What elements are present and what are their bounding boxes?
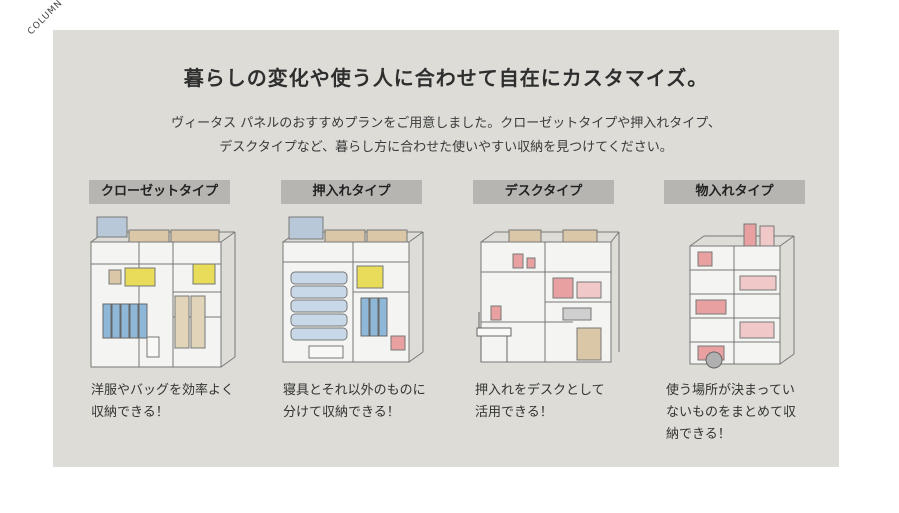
plan-card-desk: デスクタイプ <box>473 180 623 420</box>
plan-label-desk: デスクタイプ <box>473 180 614 204</box>
closet-illustration <box>90 216 236 368</box>
plan-desc-oshiire: 寝具とそれ以外のものに 分けて収納できる！ <box>283 383 426 420</box>
desk-illustration <box>476 229 620 363</box>
plan-card-closet: クローゼットタイプ <box>89 180 239 420</box>
plan-label-closet: クローゼットタイプ <box>89 180 230 204</box>
plan-desc-storage: 使う場所が決まってい ないものをまとめて収 納できる！ <box>666 383 797 442</box>
plan-card-oshiire: 押入れタイプ <box>281 180 431 420</box>
plan-desc-desk: 押入れをデスクとして 活用できる！ <box>475 383 605 420</box>
plan-label-storage: 物入れタイプ <box>664 180 805 204</box>
intro-line-2: デスクタイプなど、暮らし方に合わせた使いやすい収納を見つけてください。 <box>219 140 673 155</box>
plan-card-storage: 物入れタイプ 使う場所が決まってい <box>664 180 814 442</box>
plan-desc-closet: 洋服やバッグを効率よく 収納できる！ <box>91 383 235 420</box>
storage-illustration <box>689 223 795 369</box>
column-panel: 暮らしの変化や使う人に合わせて自在にカスタマイズ。 ヴィータス パネルのおすすめ… <box>53 30 839 467</box>
oshiire-illustration <box>282 216 424 363</box>
intro-text: ヴィータス パネルのおすすめプランをご用意しました。クローゼットタイプや押入れタ… <box>53 112 839 160</box>
plan-label-oshiire: 押入れタイプ <box>281 180 422 204</box>
page-title: 暮らしの変化や使う人に合わせて自在にカスタマイズ。 <box>183 66 709 90</box>
intro-line-1: ヴィータス パネルのおすすめプランをご用意しました。クローゼットタイプや押入れタ… <box>171 116 721 131</box>
